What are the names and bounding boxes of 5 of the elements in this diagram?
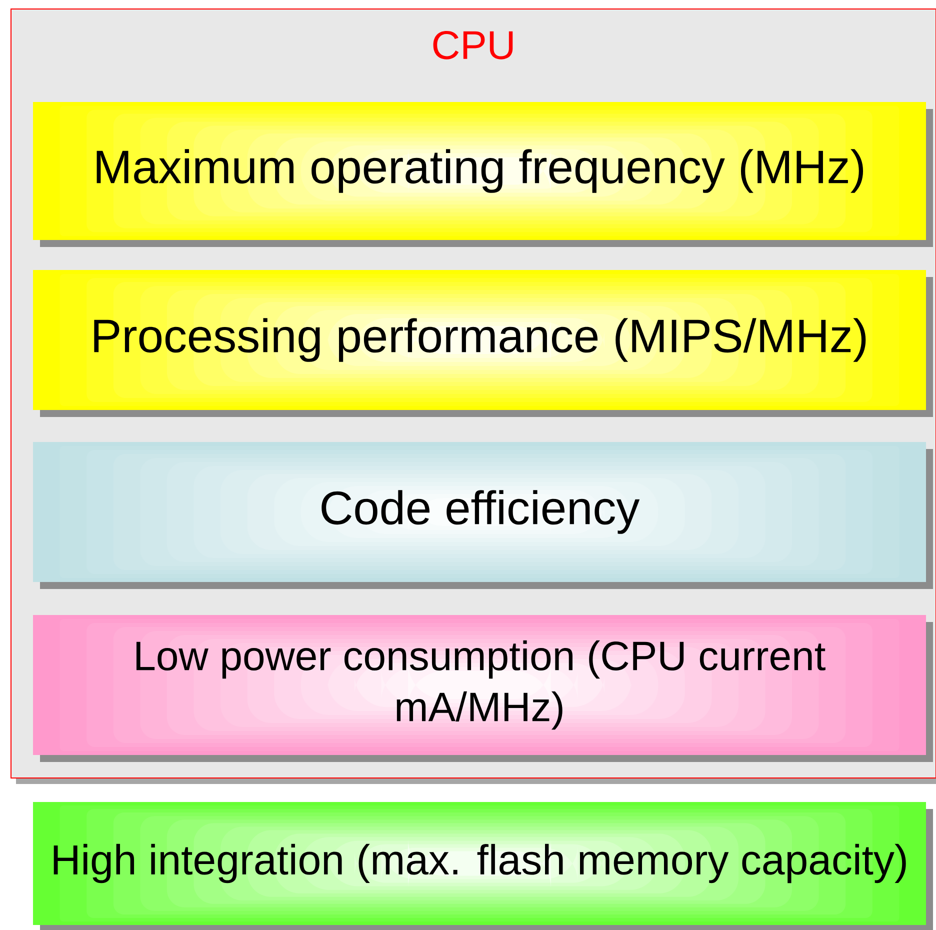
text-box: Processing performance (MIPS/MHz): [33, 270, 933, 417]
text-box: Maximum operating frequency (MHz): [33, 102, 933, 247]
text-box: Low power consumption (CPU current mA/MHz): [33, 615, 933, 762]
text-box: High integration (max. flash memory capacity): [33, 802, 933, 930]
text-box: Code efficiency: [33, 442, 933, 589]
